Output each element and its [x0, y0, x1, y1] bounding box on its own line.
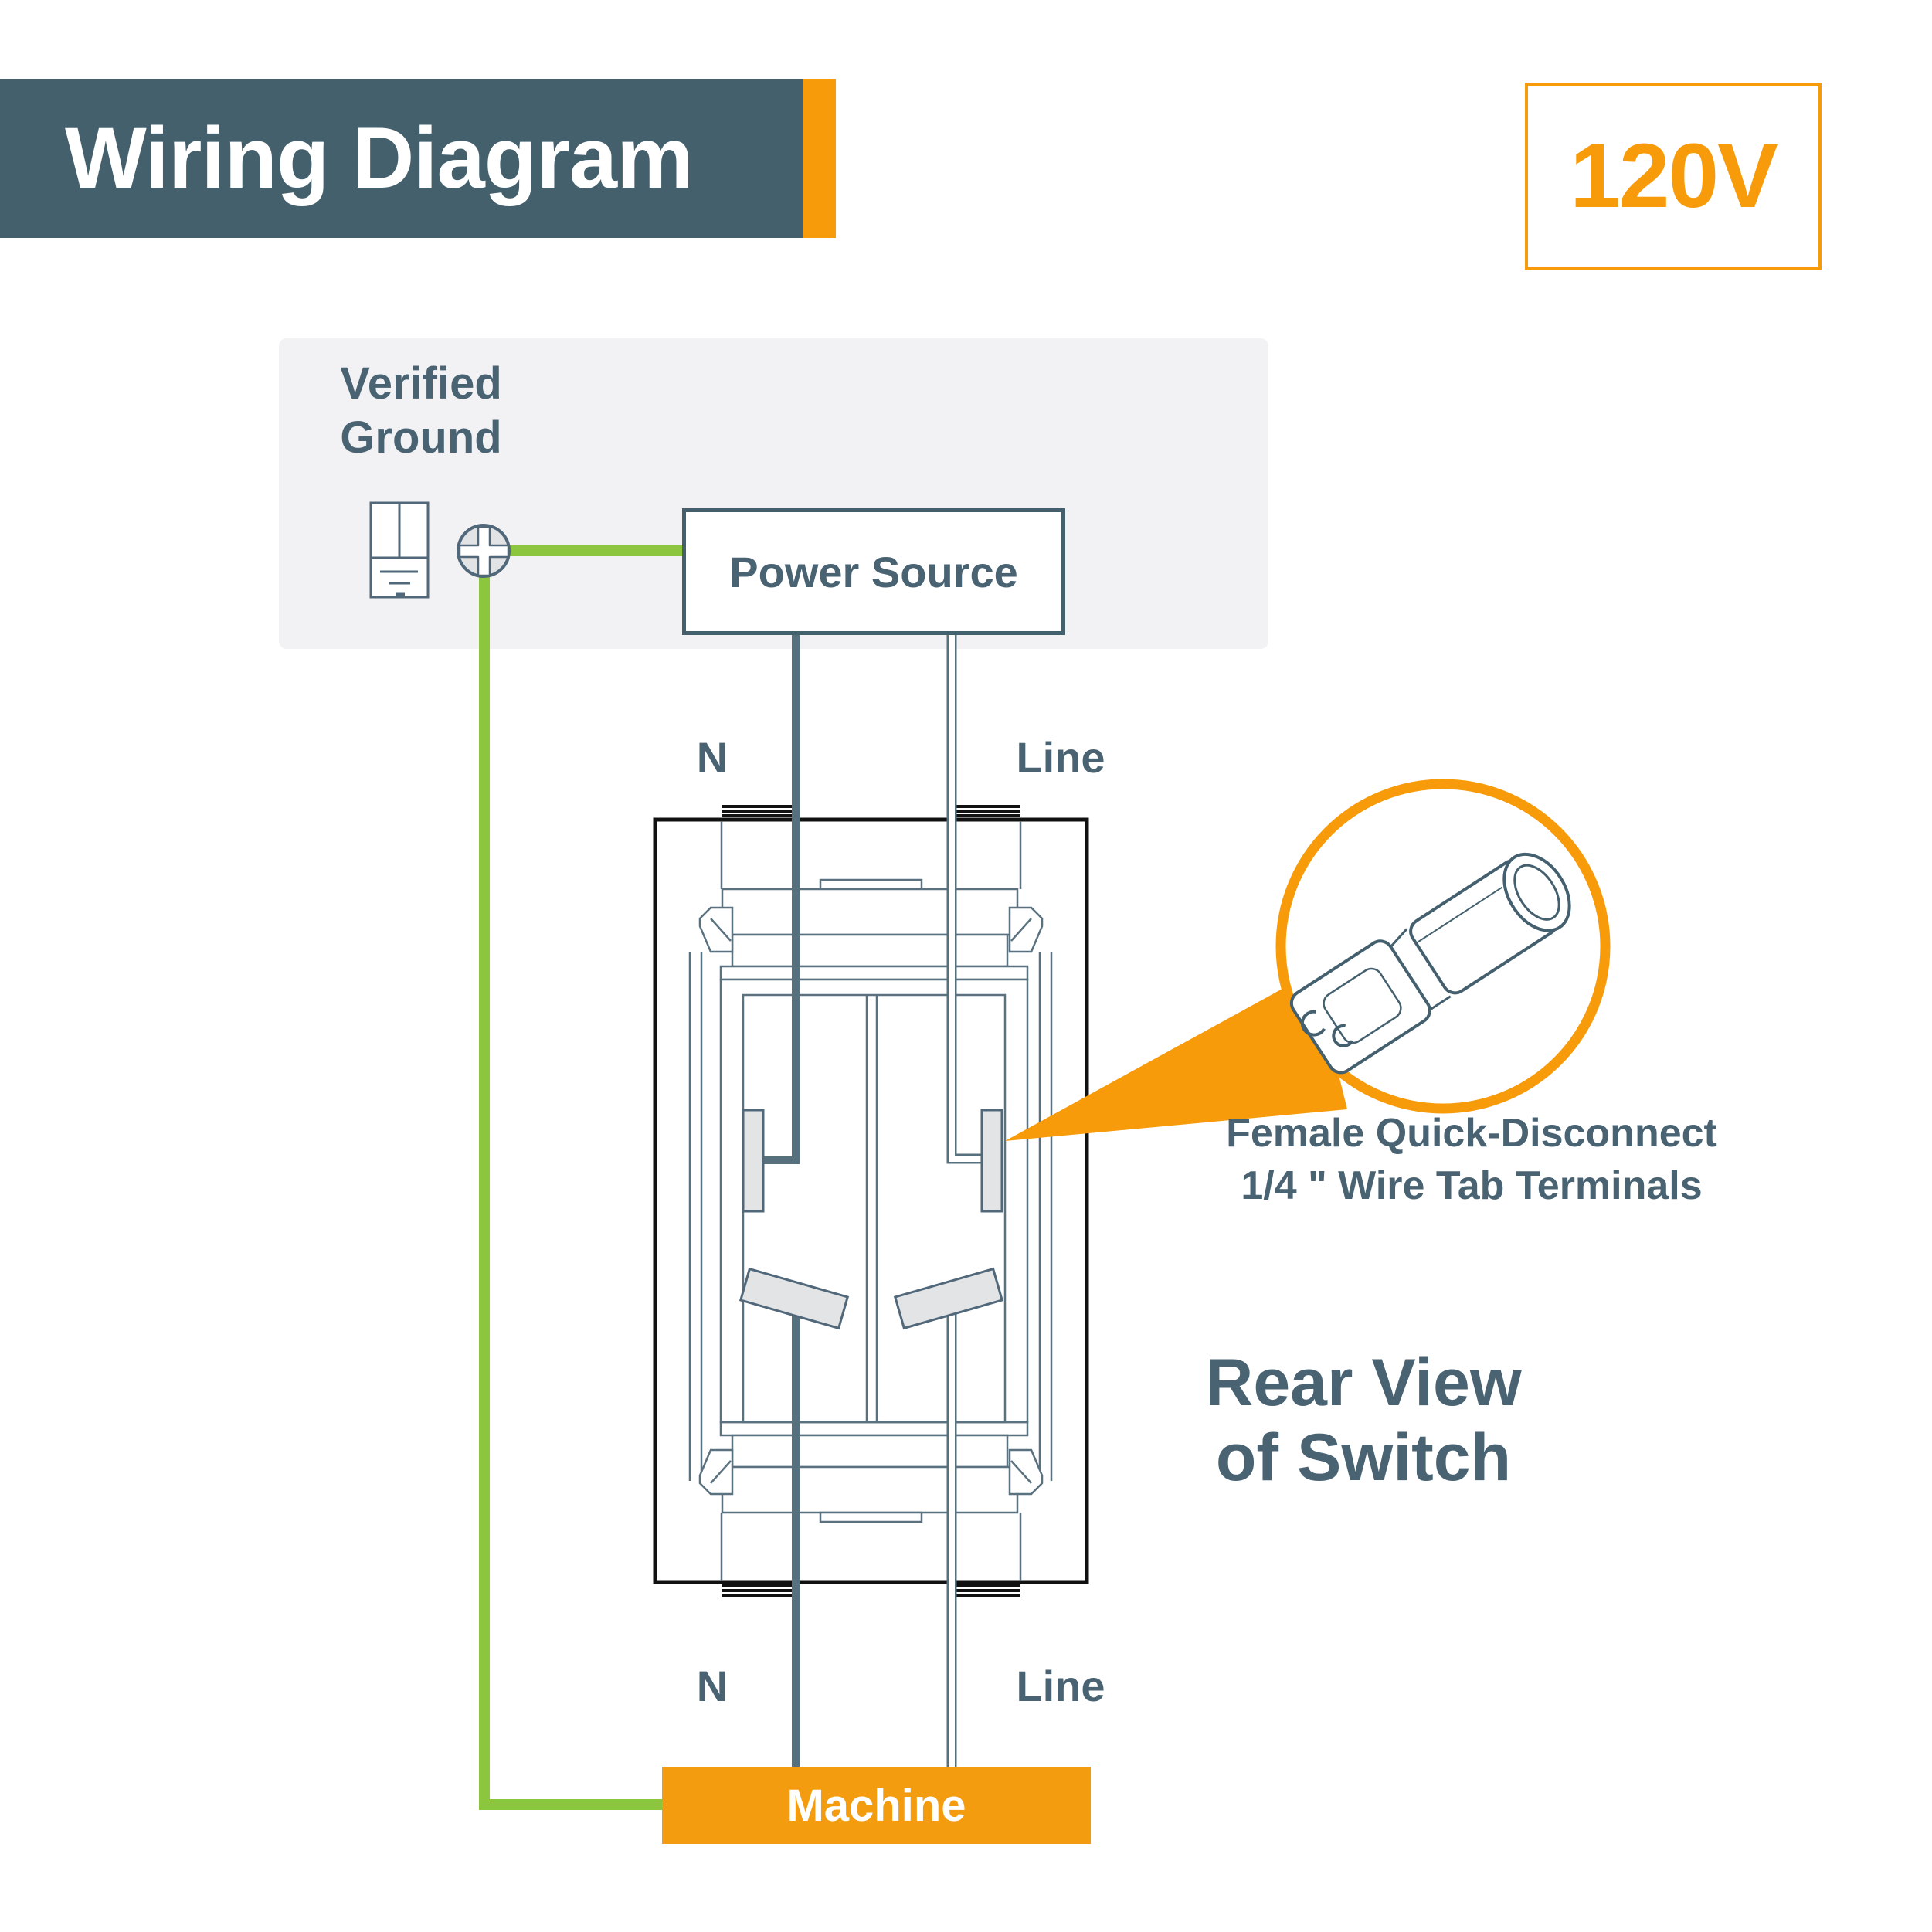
verified-ground-label: Verified Ground	[340, 358, 502, 463]
terminal-callout-note: Female Quick-Disconnect 1/4 " Wire Tab T…	[1226, 1111, 1717, 1208]
wire-label-line-top: Line	[1016, 733, 1105, 782]
terminal-tab-lower-left	[739, 1267, 850, 1330]
wire-label-line-bottom: Line	[1016, 1662, 1105, 1710]
callout-triangle	[1005, 972, 1347, 1141]
earth-ground-symbol-icon	[369, 501, 430, 599]
title-banner: Wiring Diagram	[0, 79, 803, 238]
switch-rear-view	[653, 805, 1089, 1597]
switch-bottom-cap	[698, 1421, 1044, 1523]
switch-mounting-tabs	[722, 805, 1020, 1597]
rear-view-note: Rear View of Switch	[1205, 1346, 1522, 1496]
voltage-badge: 120V	[1525, 83, 1822, 270]
phillips-screw-icon	[457, 524, 511, 578]
neutral-wire	[763, 635, 800, 1769]
terminal-tab-lower-right	[893, 1267, 1004, 1330]
voltage-badge-label: 120V	[1570, 125, 1778, 227]
quick-disconnect-terminal-icon	[1289, 852, 1571, 1075]
terminal-tabs	[739, 1109, 1004, 1330]
terminal-tab-upper-left	[742, 1109, 765, 1213]
line-wire	[946, 635, 982, 1769]
wire-label-n-top: N	[696, 733, 728, 782]
page-title: Wiring Diagram	[65, 110, 694, 206]
machine-box: Machine	[662, 1767, 1091, 1844]
wire-label-n-bottom: N	[696, 1662, 728, 1710]
machine-label: Machine	[786, 1780, 966, 1831]
power-source-box: Power Source	[682, 508, 1065, 635]
power-source-label: Power Source	[729, 547, 1018, 596]
ground-wire	[479, 545, 682, 1810]
switch-side-frames	[688, 952, 1053, 1481]
terminal-tab-upper-right	[980, 1109, 1003, 1213]
title-accent-bar	[803, 79, 836, 238]
switch-top-cap	[698, 878, 1044, 981]
switch-body	[719, 978, 1029, 1424]
